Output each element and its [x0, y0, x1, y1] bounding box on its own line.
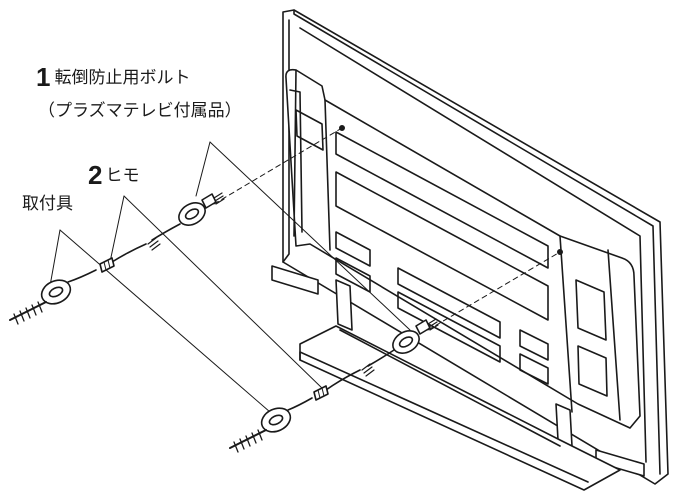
upper-bracket	[9, 269, 97, 325]
bolt-note: （プラズマテレビ付属品）	[38, 101, 242, 121]
bolt-number: 1	[36, 62, 51, 92]
vent-slots	[295, 109, 608, 397]
lower-cord-assembly	[313, 249, 563, 401]
upper-cord-assembly	[99, 125, 345, 273]
tv-rear-housing	[285, 68, 641, 429]
tv-stand	[271, 265, 645, 491]
cord-text: ヒモ	[105, 166, 140, 186]
bolt-text: 転倒防止用ボルト	[54, 68, 191, 88]
bracket-label: 取付具	[22, 194, 73, 214]
lower-bracket	[229, 397, 313, 453]
cord-number: 2	[88, 160, 103, 190]
leader-lines	[49, 141, 411, 413]
